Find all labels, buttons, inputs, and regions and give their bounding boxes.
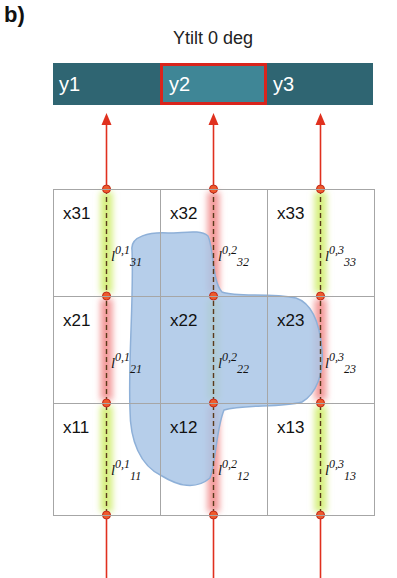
ray-line	[320, 124, 322, 189]
ray-path-dashed	[320, 189, 321, 515]
path-length-label: l0,131	[111, 240, 217, 272]
arrow-head	[209, 113, 219, 125]
ray-line	[320, 515, 322, 578]
length-subscript: 22	[237, 362, 249, 376]
grid-cell: x33l0,333	[267, 189, 375, 297]
length-symbol: l	[218, 355, 222, 371]
grid-cell: x31l0,131	[53, 189, 161, 297]
cell-label: x31	[63, 204, 169, 224]
ray-line	[213, 515, 215, 578]
tilt-band: y3	[267, 63, 373, 105]
grid-cell: x23l0,323	[267, 296, 375, 404]
cell-label: x11	[63, 418, 169, 438]
intersection-dot	[210, 511, 218, 519]
length-subscript: 13	[344, 469, 356, 483]
path-length-label: l0,333	[325, 240, 397, 272]
length-subscript: 21	[130, 362, 142, 376]
grid-cell: x21l0,121	[53, 296, 161, 404]
path-length-label: l0,232	[218, 240, 324, 272]
ray-path-dashed	[106, 189, 107, 515]
band-label: y1	[59, 73, 80, 96]
cell-label: x22	[170, 311, 276, 331]
length-symbol: l	[111, 462, 115, 478]
ray-path-dashed	[213, 189, 214, 515]
length-symbol: l	[218, 462, 222, 478]
grid-cell: x22l0,222	[160, 296, 268, 404]
length-superscript: 0,2	[222, 457, 237, 471]
length-superscript: 0,3	[329, 350, 344, 364]
object-blob	[130, 232, 323, 486]
grid-cell: x11l0,111	[53, 403, 161, 516]
path-length-label: l0,313	[325, 454, 397, 486]
cell-label: x23	[277, 311, 383, 331]
intersection-dot	[317, 511, 325, 519]
panel-label: b)	[4, 2, 25, 28]
length-superscript: 0,2	[222, 350, 237, 364]
path-length-label: l0,323	[325, 347, 397, 379]
arrow-head	[316, 113, 326, 125]
length-subscript: 32	[237, 255, 249, 269]
length-superscript: 0,3	[329, 457, 344, 471]
tilt-band: y1	[53, 63, 160, 105]
length-superscript: 0,1	[115, 243, 130, 257]
length-superscript: 0,2	[222, 243, 237, 257]
length-superscript: 0,3	[329, 243, 344, 257]
length-superscript: 0,1	[115, 350, 130, 364]
cell-label: x33	[277, 204, 383, 224]
grid-cell: x13l0,313	[267, 403, 375, 516]
length-symbol: l	[325, 248, 329, 264]
ray-line	[106, 124, 108, 189]
intersection-dot	[103, 511, 111, 519]
grid-cell: x32l0,232	[160, 189, 268, 297]
cell-label: x13	[277, 418, 383, 438]
path-length-label: l0,121	[111, 347, 217, 379]
length-subscript: 33	[344, 255, 356, 269]
cell-label: x12	[170, 418, 276, 438]
length-symbol: l	[325, 355, 329, 371]
band-label: y2	[169, 73, 190, 96]
length-symbol: l	[325, 462, 329, 478]
ray-line	[106, 515, 108, 578]
path-length-label: l0,212	[218, 454, 324, 486]
length-symbol: l	[111, 248, 115, 264]
length-subscript: 31	[130, 255, 142, 269]
diagram-title: Ytilt 0 deg	[173, 28, 253, 49]
length-superscript: 0,1	[115, 457, 130, 471]
length-subscript: 23	[344, 362, 356, 376]
length-subscript: 11	[130, 469, 141, 483]
cell-label: x21	[63, 311, 169, 331]
band-label: y3	[273, 73, 294, 96]
ray-group	[102, 113, 326, 578]
path-length-label: l0,111	[111, 454, 217, 486]
tilt-band: y2	[160, 63, 267, 105]
length-subscript: 12	[237, 469, 249, 483]
path-length-label: l0,222	[218, 347, 324, 379]
length-symbol: l	[111, 355, 115, 371]
length-symbol: l	[218, 248, 222, 264]
grid-cell: x12l0,212	[160, 403, 268, 516]
ray-line	[213, 124, 215, 189]
arrow-head	[102, 113, 112, 125]
cell-label: x32	[170, 204, 276, 224]
